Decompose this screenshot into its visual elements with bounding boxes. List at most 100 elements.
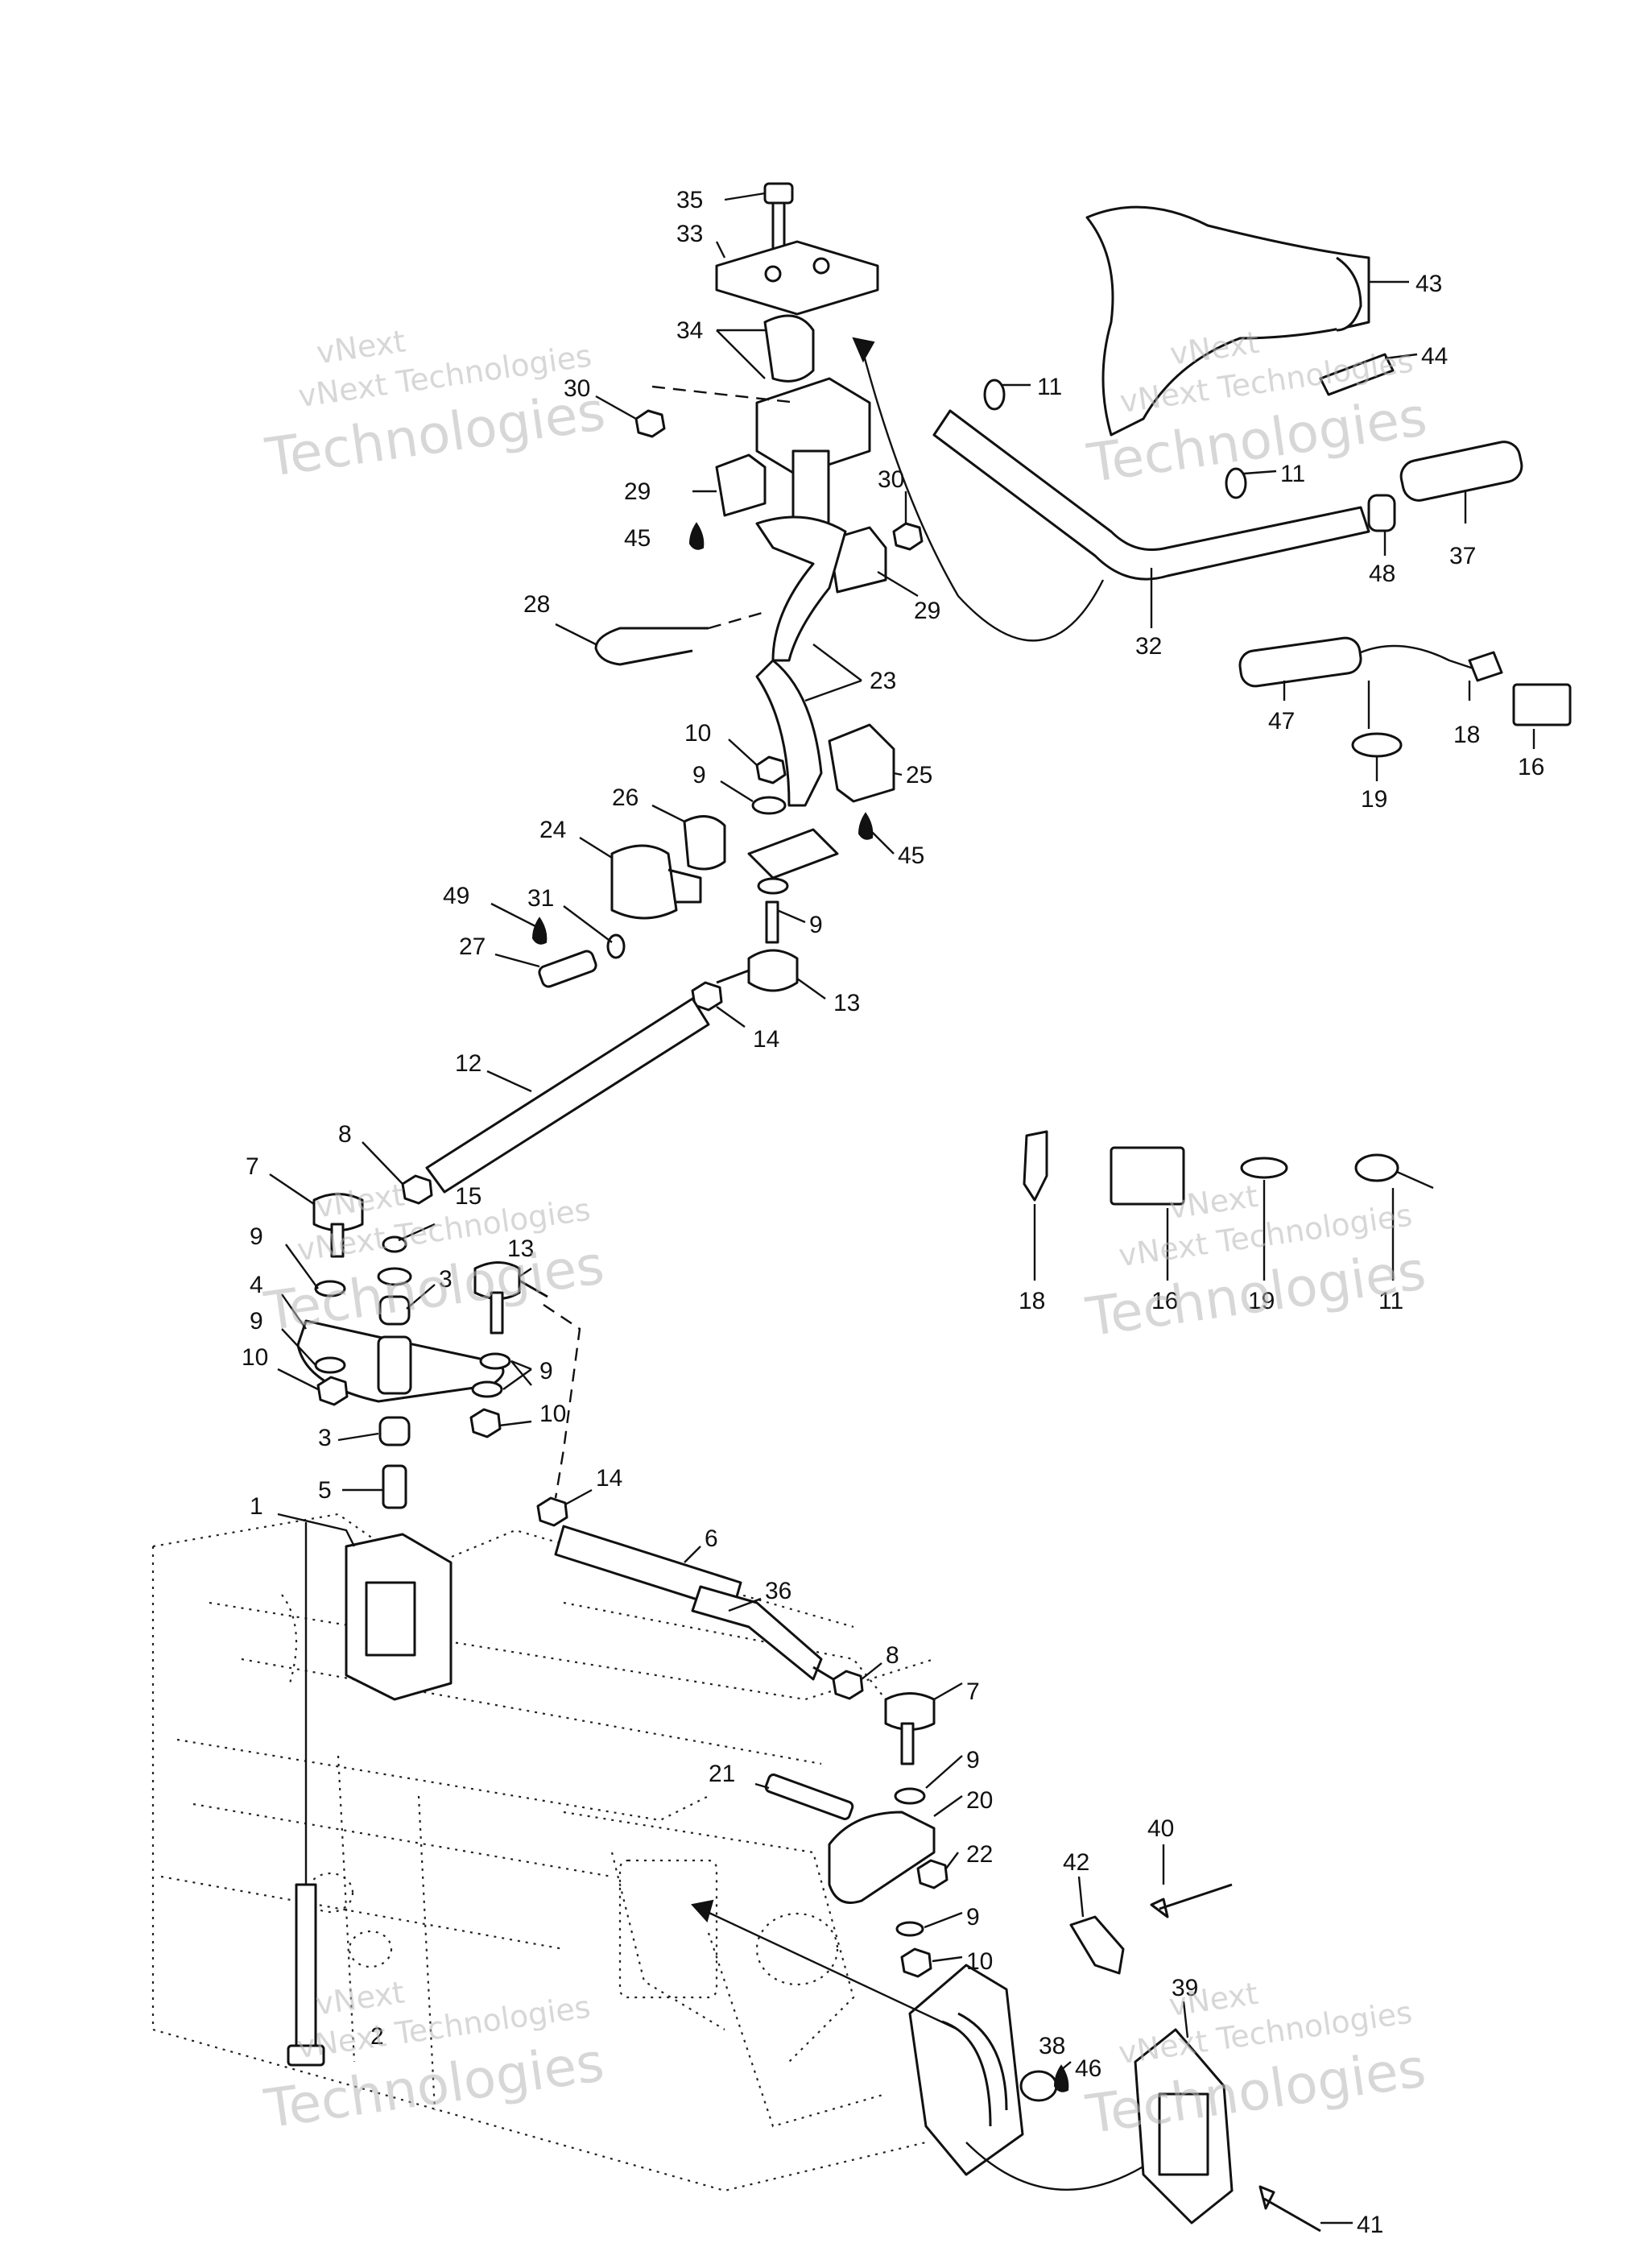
callout-40: 40 — [1147, 1815, 1174, 1842]
watermark-top-left: vNext vNext Technologies Technologies — [262, 323, 610, 489]
part-45-drop-lower — [858, 812, 874, 840]
callout-41: 41 — [1357, 2212, 1383, 2238]
callout-9-c: 9 — [539, 1358, 553, 1384]
callout-35: 35 — [676, 187, 703, 213]
callout-25: 25 — [906, 762, 932, 788]
part-22-nut — [916, 1859, 948, 1889]
callout-12: 12 — [455, 1050, 481, 1077]
part-9-washer-f — [894, 1787, 926, 1805]
callout-36: 36 — [765, 1578, 791, 1604]
callout-9-a: 9 — [250, 1223, 263, 1250]
callout-9-mid: 9 — [809, 912, 823, 938]
part-11-clip-loose — [1354, 1153, 1399, 1182]
part-16-connector-block — [1512, 683, 1572, 726]
callout-13-upper: 13 — [833, 990, 860, 1016]
callout-16-upper: 16 — [1518, 754, 1544, 780]
part-47-heated-grip — [1238, 636, 1362, 688]
callout-8-lower: 8 — [886, 1642, 899, 1669]
part-33-clamp-cap — [715, 240, 879, 316]
callout-9-upper: 9 — [692, 762, 706, 788]
watermark-bottom-right: vNext vNext Technologies Technologies — [1082, 1976, 1430, 2146]
part-35-bolt-head — [763, 182, 794, 205]
callout-1: 1 — [250, 1493, 263, 1520]
callout-2: 2 — [370, 2023, 384, 2050]
part-9-washer-c — [314, 1356, 346, 1374]
part-3-bushing-lower — [378, 1416, 411, 1446]
callout-39: 39 — [1172, 1975, 1198, 2001]
part-9-washer-a — [314, 1280, 346, 1297]
part-40-rivet — [1150, 1883, 1233, 1918]
callout-labels: 35 33 34 30 29 45 30 29 28 23 10 9 25 26… — [242, 187, 1544, 2238]
part-3-bushing-upper — [378, 1295, 411, 1326]
callout-14-upper: 14 — [753, 1026, 779, 1053]
part-13-rod-end-mid — [473, 1261, 521, 1300]
part-30-nut-right — [892, 522, 924, 551]
part-9-washer-b — [377, 1267, 412, 1286]
callout-45-upper: 45 — [624, 525, 651, 552]
callout-31: 31 — [527, 885, 554, 912]
callout-11-upper: 11 — [1037, 374, 1062, 400]
part-12-tie-rod — [425, 997, 710, 1194]
callout-19-lower: 19 — [1248, 1288, 1275, 1314]
part-13-rod-end-bolt — [765, 900, 779, 944]
callout-49: 49 — [443, 883, 469, 909]
part-34-clamp-half — [763, 314, 815, 383]
part-10-nut-upper — [755, 755, 787, 784]
callout-21: 21 — [709, 1761, 735, 1787]
part-48-ring — [1367, 494, 1396, 532]
callout-38: 38 — [1039, 2033, 1065, 2059]
callout-22: 22 — [966, 1841, 993, 1868]
part-29-spacer-right — [828, 526, 887, 594]
part-19-cable-tie — [1351, 732, 1403, 758]
callout-27: 27 — [459, 933, 486, 960]
callout-15: 15 — [455, 1183, 481, 1210]
callout-9-b: 9 — [250, 1308, 263, 1335]
part-29-spacer-left — [715, 453, 767, 517]
part-43-handlebar-pad — [1085, 205, 1370, 437]
callout-33: 33 — [676, 221, 703, 247]
callout-37: 37 — [1449, 543, 1476, 569]
part-23-steering-column — [755, 515, 847, 662]
part-21-bolt — [764, 1773, 854, 1820]
part-27-bolt — [538, 950, 597, 988]
callout-19-upper: 19 — [1361, 786, 1387, 813]
svg-text:vNext: vNext — [314, 323, 407, 370]
part-41-rivet — [1258, 2185, 1321, 2233]
callout-24: 24 — [539, 817, 566, 843]
callout-45-lower: 45 — [898, 842, 924, 869]
callout-20: 20 — [966, 1787, 993, 1814]
callout-14-lower: 14 — [596, 1465, 622, 1492]
callout-3-upper: 3 — [439, 1266, 453, 1293]
part-7-rod-end-left — [312, 1193, 364, 1231]
part-11-clip-upper — [983, 379, 1006, 411]
callout-7-left: 7 — [246, 1153, 259, 1180]
part-5-sleeve — [382, 1464, 407, 1509]
svg-text:vNext: vNext — [313, 1177, 407, 1225]
part-23-column-lower — [755, 659, 823, 807]
callout-11-lower: 11 — [1280, 461, 1305, 487]
callout-7-right: 7 — [966, 1678, 980, 1705]
part-11-clip-lower — [1225, 467, 1247, 499]
part-2-long-bolt — [295, 1883, 317, 2047]
part-8-nut-lower — [832, 1670, 864, 1700]
callout-6: 6 — [705, 1525, 718, 1552]
callout-29-left: 29 — [624, 478, 651, 505]
part-20-steering-arm — [828, 1811, 936, 1904]
part-46-drop — [1053, 2064, 1069, 2092]
part-15-washer — [382, 1235, 407, 1253]
part-9-washer-d — [479, 1352, 511, 1370]
part-42-bracket — [1069, 1915, 1125, 1975]
callout-8-upper: 8 — [338, 1121, 352, 1148]
callout-42: 42 — [1063, 1849, 1089, 1876]
part-44-spring — [1319, 353, 1395, 396]
svg-text:vNext: vNext — [313, 1975, 407, 2022]
part-35-bolt-shank — [771, 201, 786, 253]
part-riser-block — [755, 377, 871, 477]
part-26-clamp — [683, 815, 726, 871]
callout-46: 46 — [1075, 2055, 1101, 2082]
part-37-grip — [1399, 441, 1523, 502]
callout-30-right: 30 — [878, 466, 904, 493]
parts — [287, 182, 1572, 2233]
part-8-nut-upper — [401, 1174, 433, 1205]
